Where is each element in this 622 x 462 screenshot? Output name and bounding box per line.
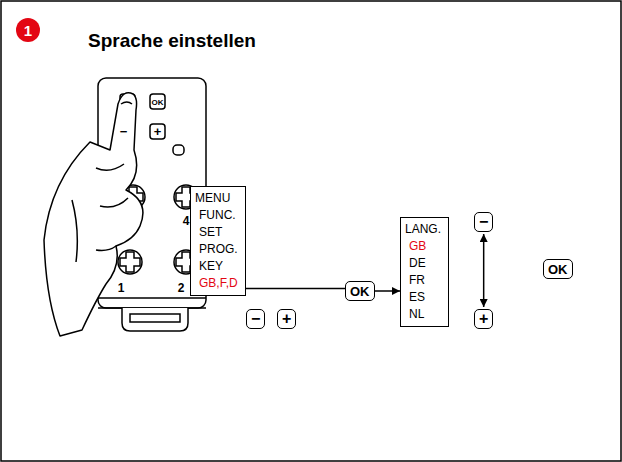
minus-button: − <box>474 212 493 232</box>
button-symbol: − <box>479 214 488 230</box>
step-badge <box>16 18 40 42</box>
button-number: 1 <box>118 281 125 295</box>
plus-button: + <box>474 309 493 329</box>
button-symbol: OK <box>350 283 370 300</box>
step-title: Sprache einstellen <box>88 30 256 52</box>
button-symbol: OK <box>548 261 568 278</box>
step-number: 1 <box>24 22 32 39</box>
menu-item: KEY <box>195 258 238 275</box>
connector-arrow <box>375 290 401 292</box>
button-label: + <box>154 124 162 139</box>
button-symbol: + <box>479 311 488 327</box>
menu-item: MENU <box>195 190 238 207</box>
menu-item: FR <box>405 272 441 289</box>
language-display: LANG.GBDEFRESNL <box>400 217 449 327</box>
button-number: 2 <box>178 281 185 295</box>
hand <box>44 93 143 336</box>
menu-item: GB,F,D <box>195 275 238 292</box>
button-symbol: − <box>251 311 260 327</box>
minus-button: − <box>246 309 265 329</box>
menu-item: ES <box>405 289 441 306</box>
menu-item: SET <box>195 224 238 241</box>
connector-line <box>246 288 345 290</box>
ok-button: OK <box>345 281 375 301</box>
plus-button: + <box>277 309 296 329</box>
menu-item: DE <box>405 255 441 272</box>
menu-item: GB <box>405 238 441 255</box>
connector-arrow <box>483 234 485 307</box>
button-number: 4 <box>183 214 190 228</box>
menu-item: PROG. <box>195 241 238 258</box>
menu-display: MENUFUNC.SETPROG.KEYGB,F,D <box>190 186 246 296</box>
button-symbol: + <box>282 311 291 327</box>
menu-item: NL <box>405 306 441 323</box>
ok-button: OK <box>543 259 573 279</box>
menu-item: FUNC. <box>195 207 238 224</box>
button-label: − <box>120 124 128 139</box>
button-label: OK <box>152 97 164 106</box>
menu-item: LANG. <box>405 221 441 238</box>
